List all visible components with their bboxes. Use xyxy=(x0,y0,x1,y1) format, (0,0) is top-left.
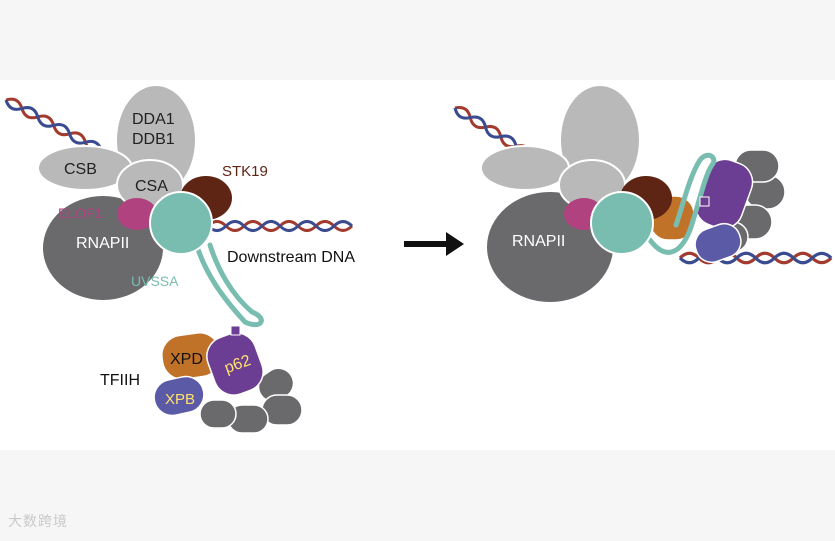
right-schematic: RNAPII xyxy=(451,84,833,302)
tfiih-complex: XPD p62 XPB TFIIH xyxy=(100,325,303,434)
tfiih-label: TFIIH xyxy=(100,372,140,389)
rnapii-label: RNAPII xyxy=(76,235,129,252)
xpb-shape xyxy=(153,375,205,417)
uvssa-shape-right xyxy=(590,191,654,255)
p62-linker-box xyxy=(230,325,241,336)
xpb-shape-right xyxy=(694,222,742,264)
p62-shape xyxy=(206,332,264,396)
xpd-label: XPD xyxy=(170,351,203,368)
elof1-shape xyxy=(117,198,157,230)
p62-linker-box-right xyxy=(699,196,710,207)
stk19-label: STK19 xyxy=(222,163,268,180)
downstream-dna-left xyxy=(206,220,354,232)
csa-label: CSA xyxy=(135,178,168,195)
tfiih-grey-subunit-4 xyxy=(199,399,237,429)
rnapii-label-right: RNAPII xyxy=(512,233,565,250)
left-schematic: RNAPII DDA1 DDB1 CSB CSA STK19 ELOF1 UVS… xyxy=(2,84,355,434)
xpb-label: XPB xyxy=(165,391,195,408)
csb-shape-right xyxy=(480,145,570,191)
ddb1-label: DDB1 xyxy=(132,131,175,148)
uvssa-tether-right xyxy=(647,152,717,255)
watermark: 大数跨境 xyxy=(8,514,68,530)
dda1-label: DDA1 xyxy=(132,111,175,128)
downstream-dna-label: Downstream DNA xyxy=(227,249,355,266)
uvssa-shape xyxy=(149,191,213,255)
elof1-label: ELOF1 xyxy=(58,205,103,221)
transition-arrow xyxy=(404,232,464,256)
uvssa-label: UVSSA xyxy=(131,273,179,289)
csb-label: CSB xyxy=(64,161,97,178)
uvssa-tether xyxy=(192,237,264,328)
